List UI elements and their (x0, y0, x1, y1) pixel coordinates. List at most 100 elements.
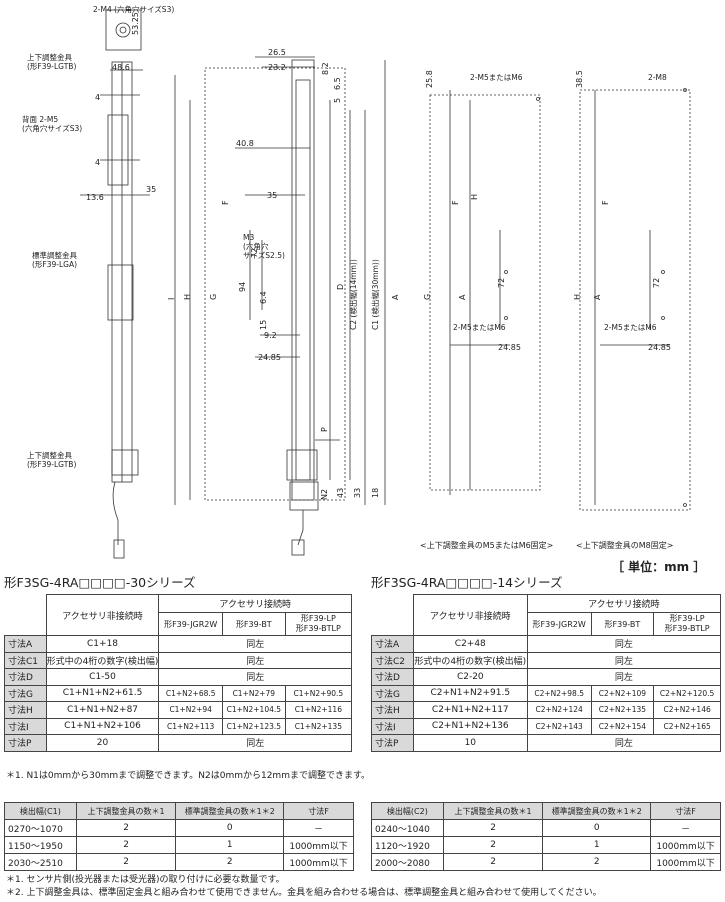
dimension-value: H (573, 294, 582, 300)
dimension-value: N2 (320, 489, 329, 500)
s30-head-no: アクセサリ非接続時 (45, 594, 160, 636)
series14-table: アクセサリ非接続時 アクセサリ接続時 形F39-JGR2W 形F39-BT 形F… (371, 593, 722, 752)
dimension-value: 9.2 (264, 331, 277, 340)
m4-label: 2-M4 (六角穴サイズS3) (93, 4, 174, 14)
dimension-value: 24.85 (498, 343, 521, 352)
dimension-value: 13.6 (86, 193, 104, 202)
dimension-value: 26.5 (268, 48, 286, 57)
unit-label: ［ 単位：mm ］ (612, 560, 706, 574)
dimension-value: G (209, 294, 218, 300)
m3-sub2: サイズS2.5) (243, 250, 285, 260)
dimension-value: D (336, 284, 345, 290)
dimension-value: 6.5 (333, 77, 342, 90)
s30-head-yes: アクセサリ接続時 (158, 593, 352, 614)
dimension-value: 35 (267, 191, 277, 200)
s14-head-no: アクセサリ非接続時 (412, 594, 528, 636)
dimension-value: G (423, 294, 432, 300)
m5m6-label-b: 2-M5またはM6 (453, 323, 506, 332)
c1-label: C1 (検出幅(30mm)) (370, 259, 380, 330)
dimension-value: 25.8 (425, 70, 434, 88)
dimension-value: 94 (238, 282, 247, 292)
m5m6-label-c: 2-M5またはM6 (604, 323, 657, 332)
m5m6-label-a: 2-M5またはM6 (470, 73, 523, 82)
dimension-value: 23.2 (268, 63, 286, 72)
dimension-value: 43 (336, 488, 345, 498)
dimension-value: A (593, 294, 602, 300)
dimension-value: 35 (146, 185, 156, 194)
dimension-value: 24.85 (648, 343, 671, 352)
std-bracket-model: (形F39-LGA) (32, 260, 77, 269)
dimension-value: F (221, 200, 230, 205)
dimension-value: P (320, 427, 329, 432)
dimension-value: 33 (353, 488, 362, 498)
c2-label: C2 (検出幅(14mm)) (348, 259, 358, 330)
footnote-2: ＊2. 上下調整金具は、標準固定金具と組み合わせて使用できません。金具を組み合わ… (6, 888, 602, 898)
dimension-value: 15 (259, 320, 268, 330)
m8-label: 2-M8 (648, 73, 667, 82)
top-bracket-model: (形F39-LGTB) (27, 62, 76, 71)
dimension-value: F (451, 200, 460, 205)
dimension-drawing: 2-M4 (六角穴サイズS3) 上下調整金具 (形F39-LGTB) 背面 2-… (22, 4, 691, 559)
caption-right: <上下調整金具のM8固定> (576, 540, 673, 550)
s14-head-yes: アクセサリ接続時 (526, 593, 722, 614)
dimension-value: H (183, 294, 192, 300)
top-bracket-label: 上下調整金具 (27, 52, 72, 62)
dimension-value: 72 (250, 248, 259, 258)
dimension-value: 48.6 (112, 63, 130, 72)
dimension-value: A (391, 294, 400, 300)
dimension-value: 5 (333, 98, 342, 103)
dimension-value: 72 (652, 278, 661, 288)
dimension-value: 72 (497, 278, 506, 288)
back-m5-label: 背面 2-M5 (22, 114, 58, 124)
dimension-value: 8.2 (321, 62, 330, 75)
dimension-value: A (458, 294, 467, 300)
m3-label: M3 (243, 233, 254, 242)
dimension-value: 4 (95, 93, 100, 102)
dimension-value: 24.85 (258, 353, 281, 362)
dimension-value: 4 (95, 158, 100, 167)
dimension-value: 38.5 (575, 70, 584, 88)
bot-bracket-label: 上下調整金具 (27, 450, 72, 460)
dimension-value: 18 (371, 488, 380, 498)
std-bracket-label: 標準調整金具 (32, 250, 77, 260)
series30-table: アクセサリ非接続時 アクセサリ接続時 形F39-JGR2W 形F39-BT 形F… (4, 593, 353, 752)
footnote-1: ＊1. センサ片側(投光器または受光器)の取り付けに必要な数量です。 (6, 875, 285, 885)
series14-title: 形F3SG-4RA□□□□-14シリーズ (371, 575, 563, 590)
m3-sub1: (六角穴 (243, 241, 269, 251)
dimension-values: 53.25 48.6 4 4 13.6 35 26.5 23.2 8.26.5 5 40.8 35F G… (86, 12, 671, 500)
dimension-value: H (470, 194, 479, 200)
dimension-value: F (601, 200, 610, 205)
bot-bracket-model: (形F39-LGTB) (27, 460, 76, 469)
dimension-value: 6.4 (259, 291, 268, 304)
dimension-value: 40.8 (236, 139, 254, 148)
back-m5-sub: (六角穴サイズS3) (22, 123, 82, 133)
series30-title: 形F3SG-4RA□□□□-30シリーズ (4, 575, 196, 590)
note-1: ＊1. N1は0mmから30mmまで調整できます。N2は0mmから12mmまで調… (6, 771, 371, 781)
dimension-value: 53.25 (131, 12, 140, 35)
dimension-value: I (167, 298, 176, 300)
caption-left: <上下調整金具のM5またはM6固定> (420, 540, 553, 550)
